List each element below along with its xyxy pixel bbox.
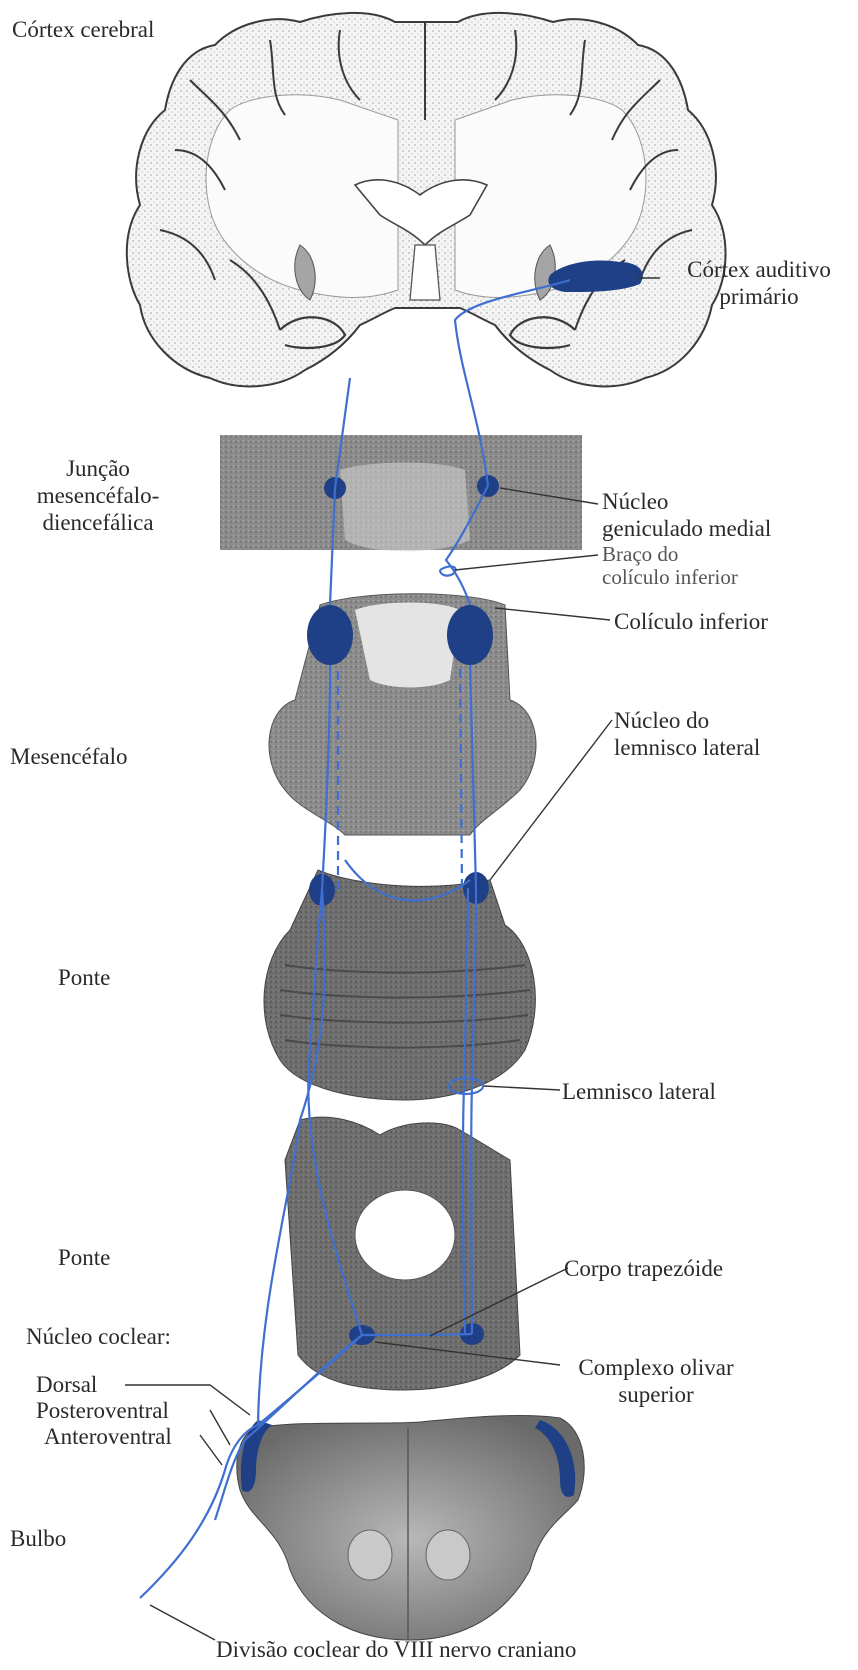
label-bulbo: Bulbo xyxy=(10,1525,66,1552)
third-ventricle xyxy=(410,245,440,300)
label-coliculo-inferior: Colículo inferior xyxy=(614,608,768,635)
label-cortex-cerebral: Córtex cerebral xyxy=(12,16,154,43)
inferior-olive-right xyxy=(426,1530,470,1580)
label-nucleo-lemnisco: Núcleo do lemnisco lateral xyxy=(614,707,760,761)
label-mesencefalo: Mesencéfalo xyxy=(10,743,128,770)
leader-anteroventral xyxy=(200,1435,222,1465)
leader-braco xyxy=(455,555,598,570)
inferior-colliculus-left xyxy=(307,605,353,665)
label-juncao: Junção mesencéfalo- diencefálica xyxy=(18,455,178,536)
aqueduct-area xyxy=(355,603,460,688)
label-braco-coliculo: Braço do colículo inferior xyxy=(602,543,738,589)
leader-divisao xyxy=(150,1605,215,1640)
inferior-colliculus-right xyxy=(447,605,493,665)
label-cortex-auditivo: Córtex auditivo primário xyxy=(664,256,854,310)
lower-pons-section xyxy=(285,1117,520,1390)
junction-light-center xyxy=(340,463,470,552)
label-corpo-trapezoide: Corpo trapezóide xyxy=(564,1255,723,1282)
label-complexo-olivar: Complexo olivar superior xyxy=(556,1354,756,1408)
mesencephalon-section xyxy=(269,594,536,835)
inferior-olive-left xyxy=(348,1530,392,1580)
upper-pons-tissue xyxy=(264,870,535,1100)
label-nucleo-coclear: Núcleo coclear: xyxy=(26,1323,171,1350)
fourth-ventricle xyxy=(355,1190,455,1280)
medulla-section xyxy=(237,1415,584,1640)
medulla-tissue xyxy=(237,1415,584,1640)
label-posteroventral: Posteroventral xyxy=(36,1397,169,1424)
label-nucleo-geniculado: Núcleo geniculado medial xyxy=(602,488,771,542)
label-anteroventral: Anteroventral xyxy=(44,1423,172,1450)
label-lemnisco-lateral: Lemnisco lateral xyxy=(562,1078,716,1105)
coronal-cortex-section xyxy=(127,13,726,386)
upper-pons-section xyxy=(264,870,535,1100)
label-ponte-1: Ponte xyxy=(58,964,110,991)
label-ponte-2: Ponte xyxy=(58,1244,110,1271)
label-divisao-coclear: Divisão coclear do VIII nervo craniano xyxy=(216,1636,576,1663)
leader-posteroventral xyxy=(210,1410,230,1445)
leader-lemnisco-lateral xyxy=(484,1086,560,1090)
label-dorsal: Dorsal xyxy=(36,1371,97,1398)
leader-coliculo xyxy=(495,608,610,620)
